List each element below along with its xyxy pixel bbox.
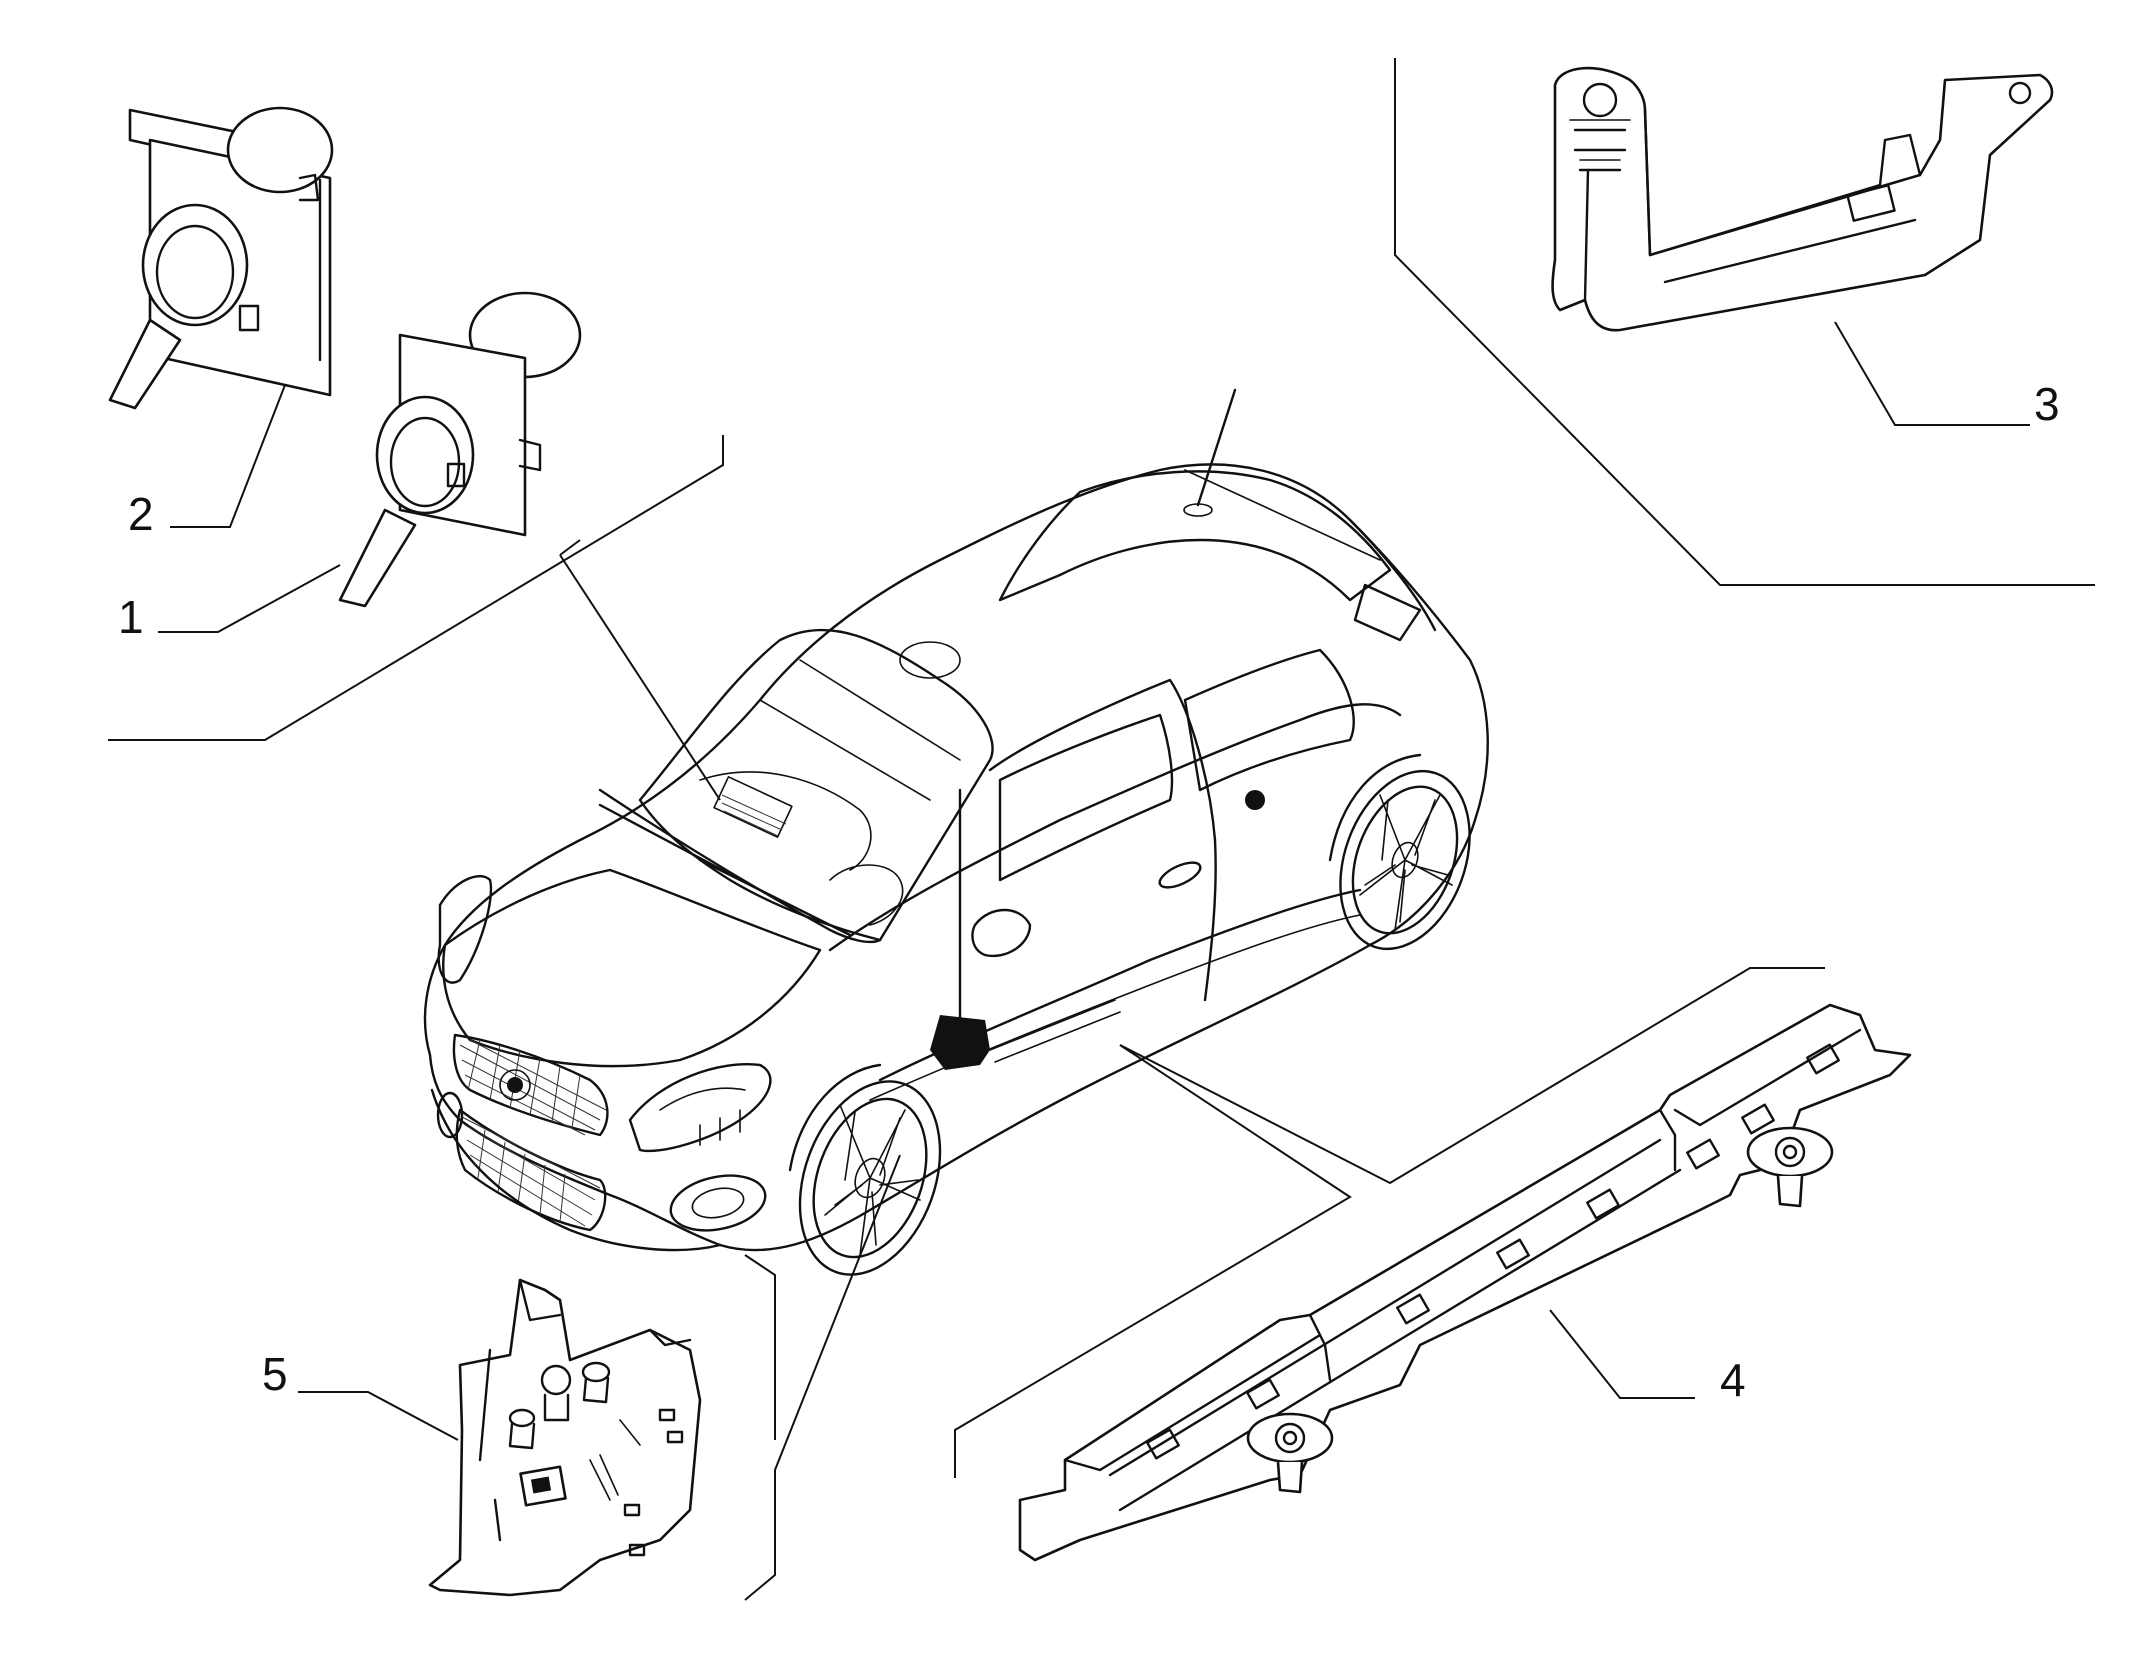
part-1-sensor [338, 291, 582, 608]
callout-2: 2 [128, 488, 154, 540]
callout-labels: 2 1 3 4 5 [118, 378, 2060, 1406]
callout-1: 1 [118, 591, 144, 643]
rear-wheel [1328, 753, 1471, 951]
part-4-sill-rail [1018, 1003, 1912, 1562]
callout-3: 3 [2034, 378, 2060, 430]
callout-4: 4 [1720, 1354, 1746, 1406]
callout-5: 5 [262, 1348, 288, 1400]
part-3-bracket [1551, 66, 2054, 332]
part-2-sensor [108, 106, 334, 410]
leader-lines [108, 58, 2095, 1601]
front-wheel [788, 1063, 942, 1276]
part-5-plate [428, 1278, 702, 1597]
car-illustration [423, 388, 1489, 1276]
